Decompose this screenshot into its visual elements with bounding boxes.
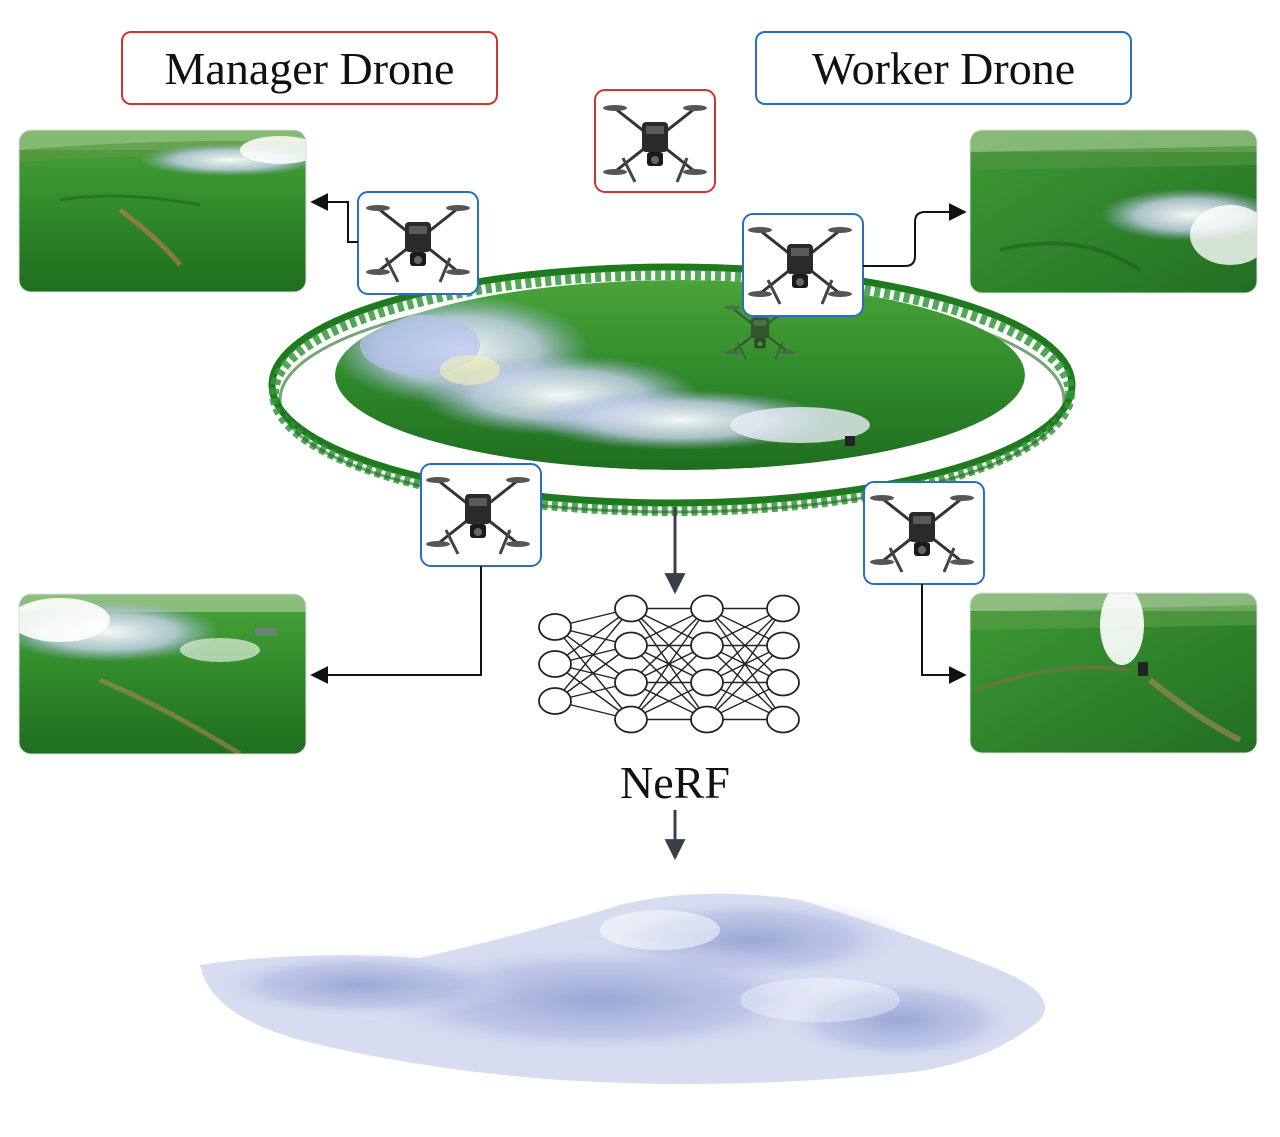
photo-panel-bottom-left: [19, 594, 306, 754]
nn-node: [614, 705, 648, 734]
nerf-label: NeRF: [620, 757, 730, 808]
nn-node: [766, 668, 800, 697]
nn-node: [766, 594, 800, 623]
arrow-to-top-left-view: [310, 193, 358, 243]
smoke-reconstruction: [200, 893, 1045, 1084]
nn-edge: [706, 607, 784, 684]
manager-drone-label: Manager Drone: [164, 42, 455, 94]
nn-edge: [554, 607, 632, 665]
nn-edge: [630, 608, 708, 720]
nn-edge: [706, 608, 784, 720]
nn-node: [614, 594, 648, 623]
photo-panel-top-left: [19, 130, 306, 292]
worker-drone-label: Worker Drone: [811, 42, 1076, 94]
nn-edge: [554, 644, 632, 702]
nn-edge: [554, 608, 632, 702]
neural-network-icon: [538, 594, 800, 734]
manager-drone-legend: Manager Drone: [121, 31, 498, 105]
nn-edge: [706, 644, 784, 721]
nn-node: [766, 705, 800, 734]
nn-node: [614, 631, 648, 660]
nn-node: [538, 650, 572, 678]
photo-panel-top-right: [970, 130, 1257, 293]
nn-node: [690, 594, 724, 623]
nn-node: [690, 668, 724, 697]
nn-node: [690, 705, 724, 734]
arrow-to-bottom-left-view: [310, 566, 482, 684]
nn-edge: [630, 607, 708, 684]
worker-drone-legend: Worker Drone: [755, 31, 1132, 105]
arrow-to-top-right-view: [863, 203, 967, 267]
nn-node: [690, 631, 724, 660]
nn-edge: [630, 644, 708, 721]
nn-node: [766, 631, 800, 660]
nn-node: [538, 613, 572, 641]
nn-node: [538, 687, 572, 715]
camera-ring-reconstruction: [268, 263, 1076, 516]
arrow-to-bottom-right-view: [921, 584, 967, 684]
nn-node: [614, 668, 648, 697]
photo-panel-bottom-right: [970, 593, 1257, 753]
